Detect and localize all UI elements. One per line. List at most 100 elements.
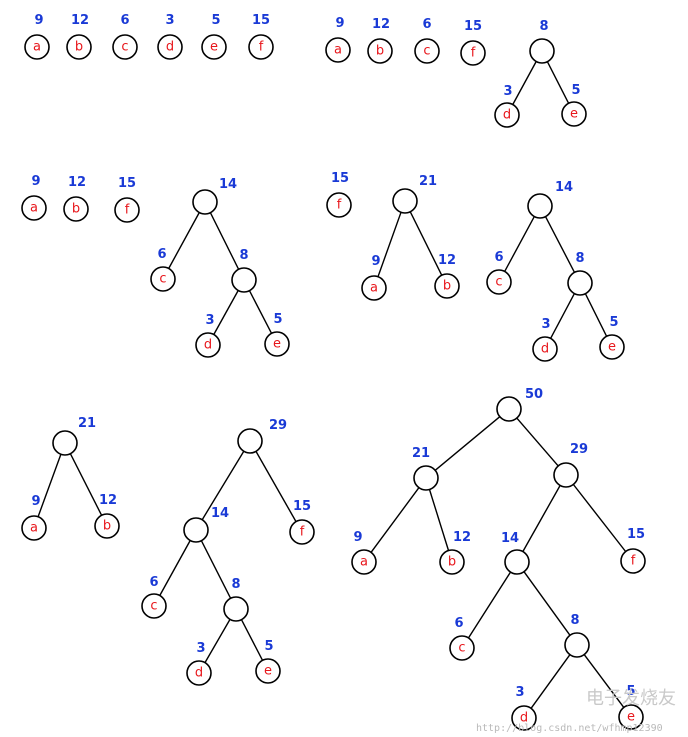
edge-s4-n14-s4-c xyxy=(504,216,535,272)
edge-s3-n14-s3-n8 xyxy=(209,212,240,270)
tree-node-s3-n8: 8 xyxy=(231,248,257,293)
edges-layer xyxy=(37,61,627,709)
tree-node-s5-n29: 29 xyxy=(237,418,287,454)
node-circle xyxy=(532,336,558,362)
node-circle xyxy=(141,593,167,619)
tree-node-s5-a: a9 xyxy=(21,494,47,541)
node-label: d xyxy=(166,40,174,55)
tree-node-s2-f: f15 xyxy=(460,19,486,66)
tree-node-s6-n14: 14 xyxy=(501,531,530,575)
tree-node-s6-n8: 8 xyxy=(564,613,590,658)
tree-node-s4-n14: 14 xyxy=(527,180,573,219)
node-weight: 9 xyxy=(371,254,380,269)
node-label: c xyxy=(121,40,128,55)
node-weight: 15 xyxy=(627,527,645,542)
node-weight: 21 xyxy=(419,174,437,189)
node-label: c xyxy=(159,272,166,287)
tree-node-s2-c: c6 xyxy=(414,17,440,64)
node-circle xyxy=(66,34,92,60)
node-weight: 8 xyxy=(570,613,579,628)
node-circle xyxy=(620,548,646,574)
edge-s4-n21-s4-a xyxy=(377,212,402,277)
node-circle xyxy=(223,596,249,622)
tree-node-s4-c: c6 xyxy=(486,250,512,295)
tree-node-s3-c: c6 xyxy=(150,247,176,292)
node-weight: 29 xyxy=(570,442,588,457)
watermark: 电子发烧友 http://blog.csdn.net/wfhmp12390 xyxy=(476,688,676,734)
node-label: b xyxy=(72,202,80,217)
tree-node-s5-n14: 14 xyxy=(183,506,229,543)
edge-s4-n8-s4-d xyxy=(549,293,576,339)
node-label: b xyxy=(443,279,451,294)
tree-node-s2-b: b12 xyxy=(367,17,393,64)
node-label: e xyxy=(608,340,616,355)
tree-node-s4-d: d3 xyxy=(532,317,558,362)
edge-s4-n21-s4-b xyxy=(409,211,443,276)
tree-node-s6-f: f15 xyxy=(620,527,646,574)
edge-s6-n21-s6-b xyxy=(428,489,450,551)
node-circle xyxy=(94,513,120,539)
node-circle xyxy=(351,549,377,575)
node-circle xyxy=(325,37,351,63)
tree-node-s4-a: a9 xyxy=(361,254,387,301)
node-label: d xyxy=(195,666,203,681)
node-circle xyxy=(439,549,465,575)
node-label: d xyxy=(541,342,549,357)
node-weight: 12 xyxy=(71,13,89,28)
tree-node-s6-e: e5 xyxy=(618,684,644,730)
tree-node-s6-d: d3 xyxy=(511,685,537,731)
node-label: e xyxy=(273,337,281,352)
node-circle xyxy=(367,38,393,64)
node-circle xyxy=(326,192,352,218)
edge-s5-n21-s5-a xyxy=(37,454,62,517)
node-circle xyxy=(449,635,475,661)
tree-node-s3-f: f15 xyxy=(114,176,140,223)
node-circle xyxy=(618,704,644,730)
edge-s5-n14-s5-c xyxy=(159,540,191,596)
node-circle xyxy=(460,40,486,66)
node-weight: 15 xyxy=(464,19,482,34)
node-weight: 15 xyxy=(331,171,349,186)
tree-node-s3-d: d3 xyxy=(195,313,221,358)
node-circle xyxy=(496,396,522,422)
node-circle xyxy=(511,705,537,731)
tree-node-s3-e: e5 xyxy=(264,312,290,357)
node-circle xyxy=(21,195,47,221)
node-label: a xyxy=(30,201,38,216)
tree-node-s1-d: d3 xyxy=(157,13,183,60)
tree-node-s5-b: b12 xyxy=(94,493,120,539)
node-weight: 6 xyxy=(494,250,503,265)
edge-s6-n14-s6-c xyxy=(467,571,512,639)
edge-s6-n8-s6-d xyxy=(530,654,571,709)
node-label: a xyxy=(33,40,41,55)
tree-node-s5-n8: 8 xyxy=(223,577,249,622)
tree-node-s1-f: f15 xyxy=(248,13,274,60)
node-weight: 5 xyxy=(626,684,635,699)
node-weight: 9 xyxy=(335,16,344,31)
node-circle xyxy=(63,196,89,222)
tree-node-s6-a: a9 xyxy=(351,530,377,575)
node-weight: 5 xyxy=(571,83,580,98)
node-weight: 9 xyxy=(31,174,40,189)
node-weight: 6 xyxy=(422,17,431,32)
edge-s3-n8-s3-d xyxy=(213,290,239,335)
tree-node-s4-b: b12 xyxy=(434,253,460,299)
edge-s3-n14-s3-c xyxy=(168,212,200,269)
edge-s3-n8-s3-e xyxy=(248,290,273,334)
node-label: b xyxy=(376,44,384,59)
node-label: a xyxy=(370,281,378,296)
node-weight: 21 xyxy=(78,416,96,431)
edge-s2-n8-s2-d xyxy=(512,61,537,105)
node-weight: 8 xyxy=(239,248,248,263)
tree-node-s4-e: e5 xyxy=(599,315,625,360)
node-label: b xyxy=(448,555,456,570)
tree-node-s2-a: a9 xyxy=(325,16,351,63)
node-circle xyxy=(231,267,257,293)
node-weight: 14 xyxy=(501,531,519,546)
edge-s6-n50-s6-n21 xyxy=(434,416,501,471)
tree-node-s3-b: b12 xyxy=(63,175,89,222)
edge-s6-n29-s6-f xyxy=(572,484,627,552)
node-label: b xyxy=(75,40,83,55)
node-weight: 50 xyxy=(525,387,543,402)
edge-s5-n29-s5-n14 xyxy=(201,450,245,521)
